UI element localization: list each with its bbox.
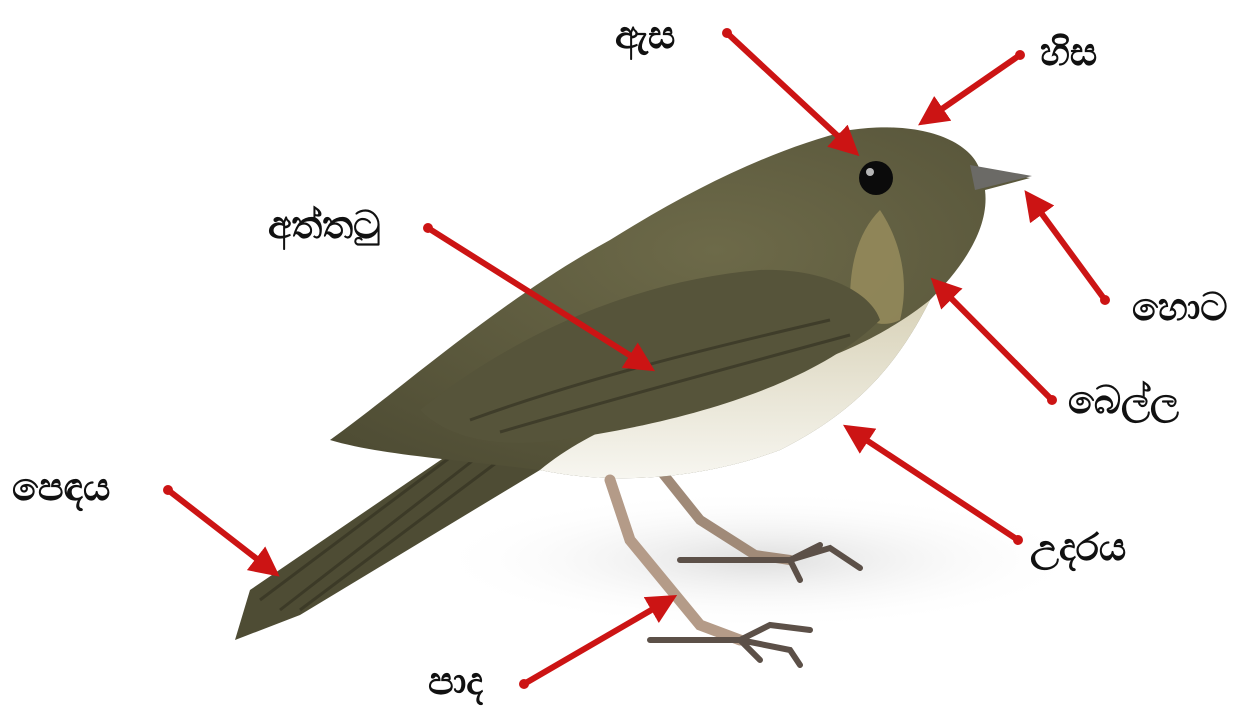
bird-beak <box>970 165 1032 190</box>
arrow-throat <box>935 282 1057 405</box>
label-eye: ඇස <box>615 13 675 60</box>
arrow-head <box>923 50 1025 122</box>
arrow-eye <box>722 28 855 152</box>
bird-eye <box>859 161 893 195</box>
label-belly: උදරය <box>1030 525 1126 571</box>
label-tail: පෙඳය <box>12 465 110 511</box>
label-head: හිස <box>1040 30 1097 74</box>
arrow-tail <box>163 485 275 573</box>
arrow-beak <box>1028 195 1110 305</box>
label-legs: පාද <box>428 659 483 705</box>
label-beak: හොට <box>1132 285 1228 329</box>
label-wing: අත්තටු <box>268 203 380 250</box>
label-throat: බෙල්ල <box>1068 378 1179 424</box>
